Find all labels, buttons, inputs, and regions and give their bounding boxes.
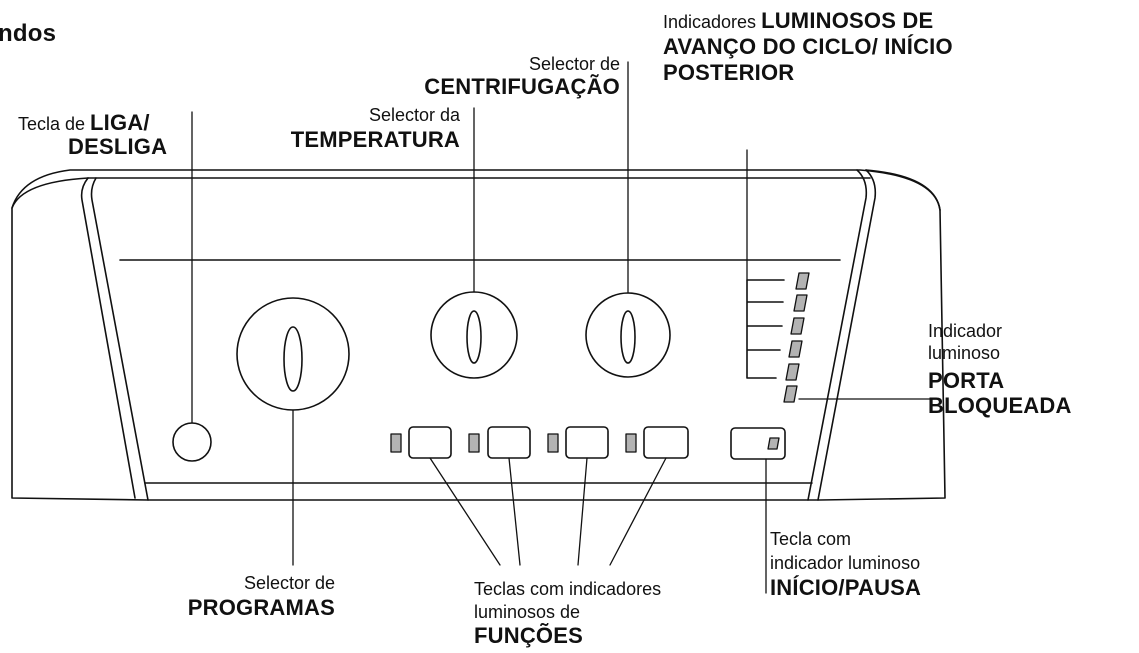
temperature-selector-knob [430, 291, 518, 379]
label-cycle-line1: Indicadores LUMINOSOS DE [663, 10, 933, 32]
leader-function-2 [508, 457, 521, 566]
temperature-selector-grip [466, 310, 482, 364]
label-programs-light: Selector de [243, 573, 335, 593]
leader-function-3 [577, 457, 588, 566]
function-button-2 [487, 426, 531, 459]
label-door-bold1: PORTA [928, 368, 1005, 393]
function-led-3 [547, 433, 559, 453]
label-power-key: Tecla de LIGA/ [18, 112, 150, 134]
panel-left-cap [11, 177, 89, 209]
label-power-bold1: LIGA/ [90, 110, 150, 135]
spin-selector-knob [585, 292, 671, 378]
function-button-4 [643, 426, 689, 459]
label-power-bold2: DESLIGA [68, 134, 168, 159]
start-pause-button [730, 427, 786, 460]
cycle-led-1 [795, 272, 810, 290]
leader-function-1 [429, 457, 501, 566]
label-cycle-bold1: LUMINOSOS DE [761, 8, 934, 33]
label-temperature-bold: TEMPERATURA [290, 127, 460, 152]
function-led-4 [625, 433, 637, 453]
label-start-bold: INÍCIO/PAUSA [770, 575, 922, 600]
cycle-led-5 [785, 363, 800, 381]
panel-right-cap [865, 169, 941, 211]
label-functions-light2: luminosos de [474, 602, 581, 622]
leader-function-4 [609, 457, 667, 566]
cycle-indicator-bracket [746, 279, 785, 379]
title-fragment: ndos [0, 20, 57, 47]
cycle-led-4 [788, 340, 803, 358]
cycle-led-3 [790, 317, 805, 335]
function-led-2 [468, 433, 480, 453]
label-programs-bold: PROGRAMAS [187, 595, 335, 620]
function-button-1 [408, 426, 452, 459]
program-selector-knob [236, 297, 350, 411]
label-cycle-prefix: Indicadores [663, 12, 762, 32]
panel-left-band-outer [80, 177, 136, 499]
label-door-light1: Indicador [928, 321, 1003, 341]
label-start-light2: indicador luminoso [770, 553, 921, 573]
label-spin-bold: CENTRIFUGAÇÃO [424, 74, 620, 99]
power-button [172, 422, 212, 462]
program-selector-grip [283, 326, 303, 392]
label-cycle-bold2: AVANÇO DO CICLO/ INÍCIO [663, 34, 953, 59]
label-power-prefix: Tecla de [18, 114, 91, 134]
spin-selector-grip [620, 310, 636, 364]
panel-right-band-inner [807, 169, 868, 501]
panel-left-band-inner [90, 177, 149, 501]
function-led-1 [390, 433, 402, 453]
label-cycle-bold3: POSTERIOR [663, 60, 795, 85]
label-door-light2: luminoso [928, 343, 1001, 363]
label-functions-bold: FUNÇÕES [474, 623, 583, 648]
label-temperature-light: Selector da [368, 105, 460, 125]
label-door-bold2: BLOQUEADA [928, 393, 1072, 418]
panel-right-band-outer [817, 169, 877, 501]
function-button-3 [565, 426, 609, 459]
cycle-led-2 [793, 294, 808, 312]
label-functions-light1: Teclas com indicadores [474, 579, 662, 599]
label-start-light1: Tecla com [770, 529, 852, 549]
door-lock-led [783, 385, 798, 403]
label-spin-light: Selector de [528, 54, 620, 74]
start-pause-led [767, 437, 780, 450]
